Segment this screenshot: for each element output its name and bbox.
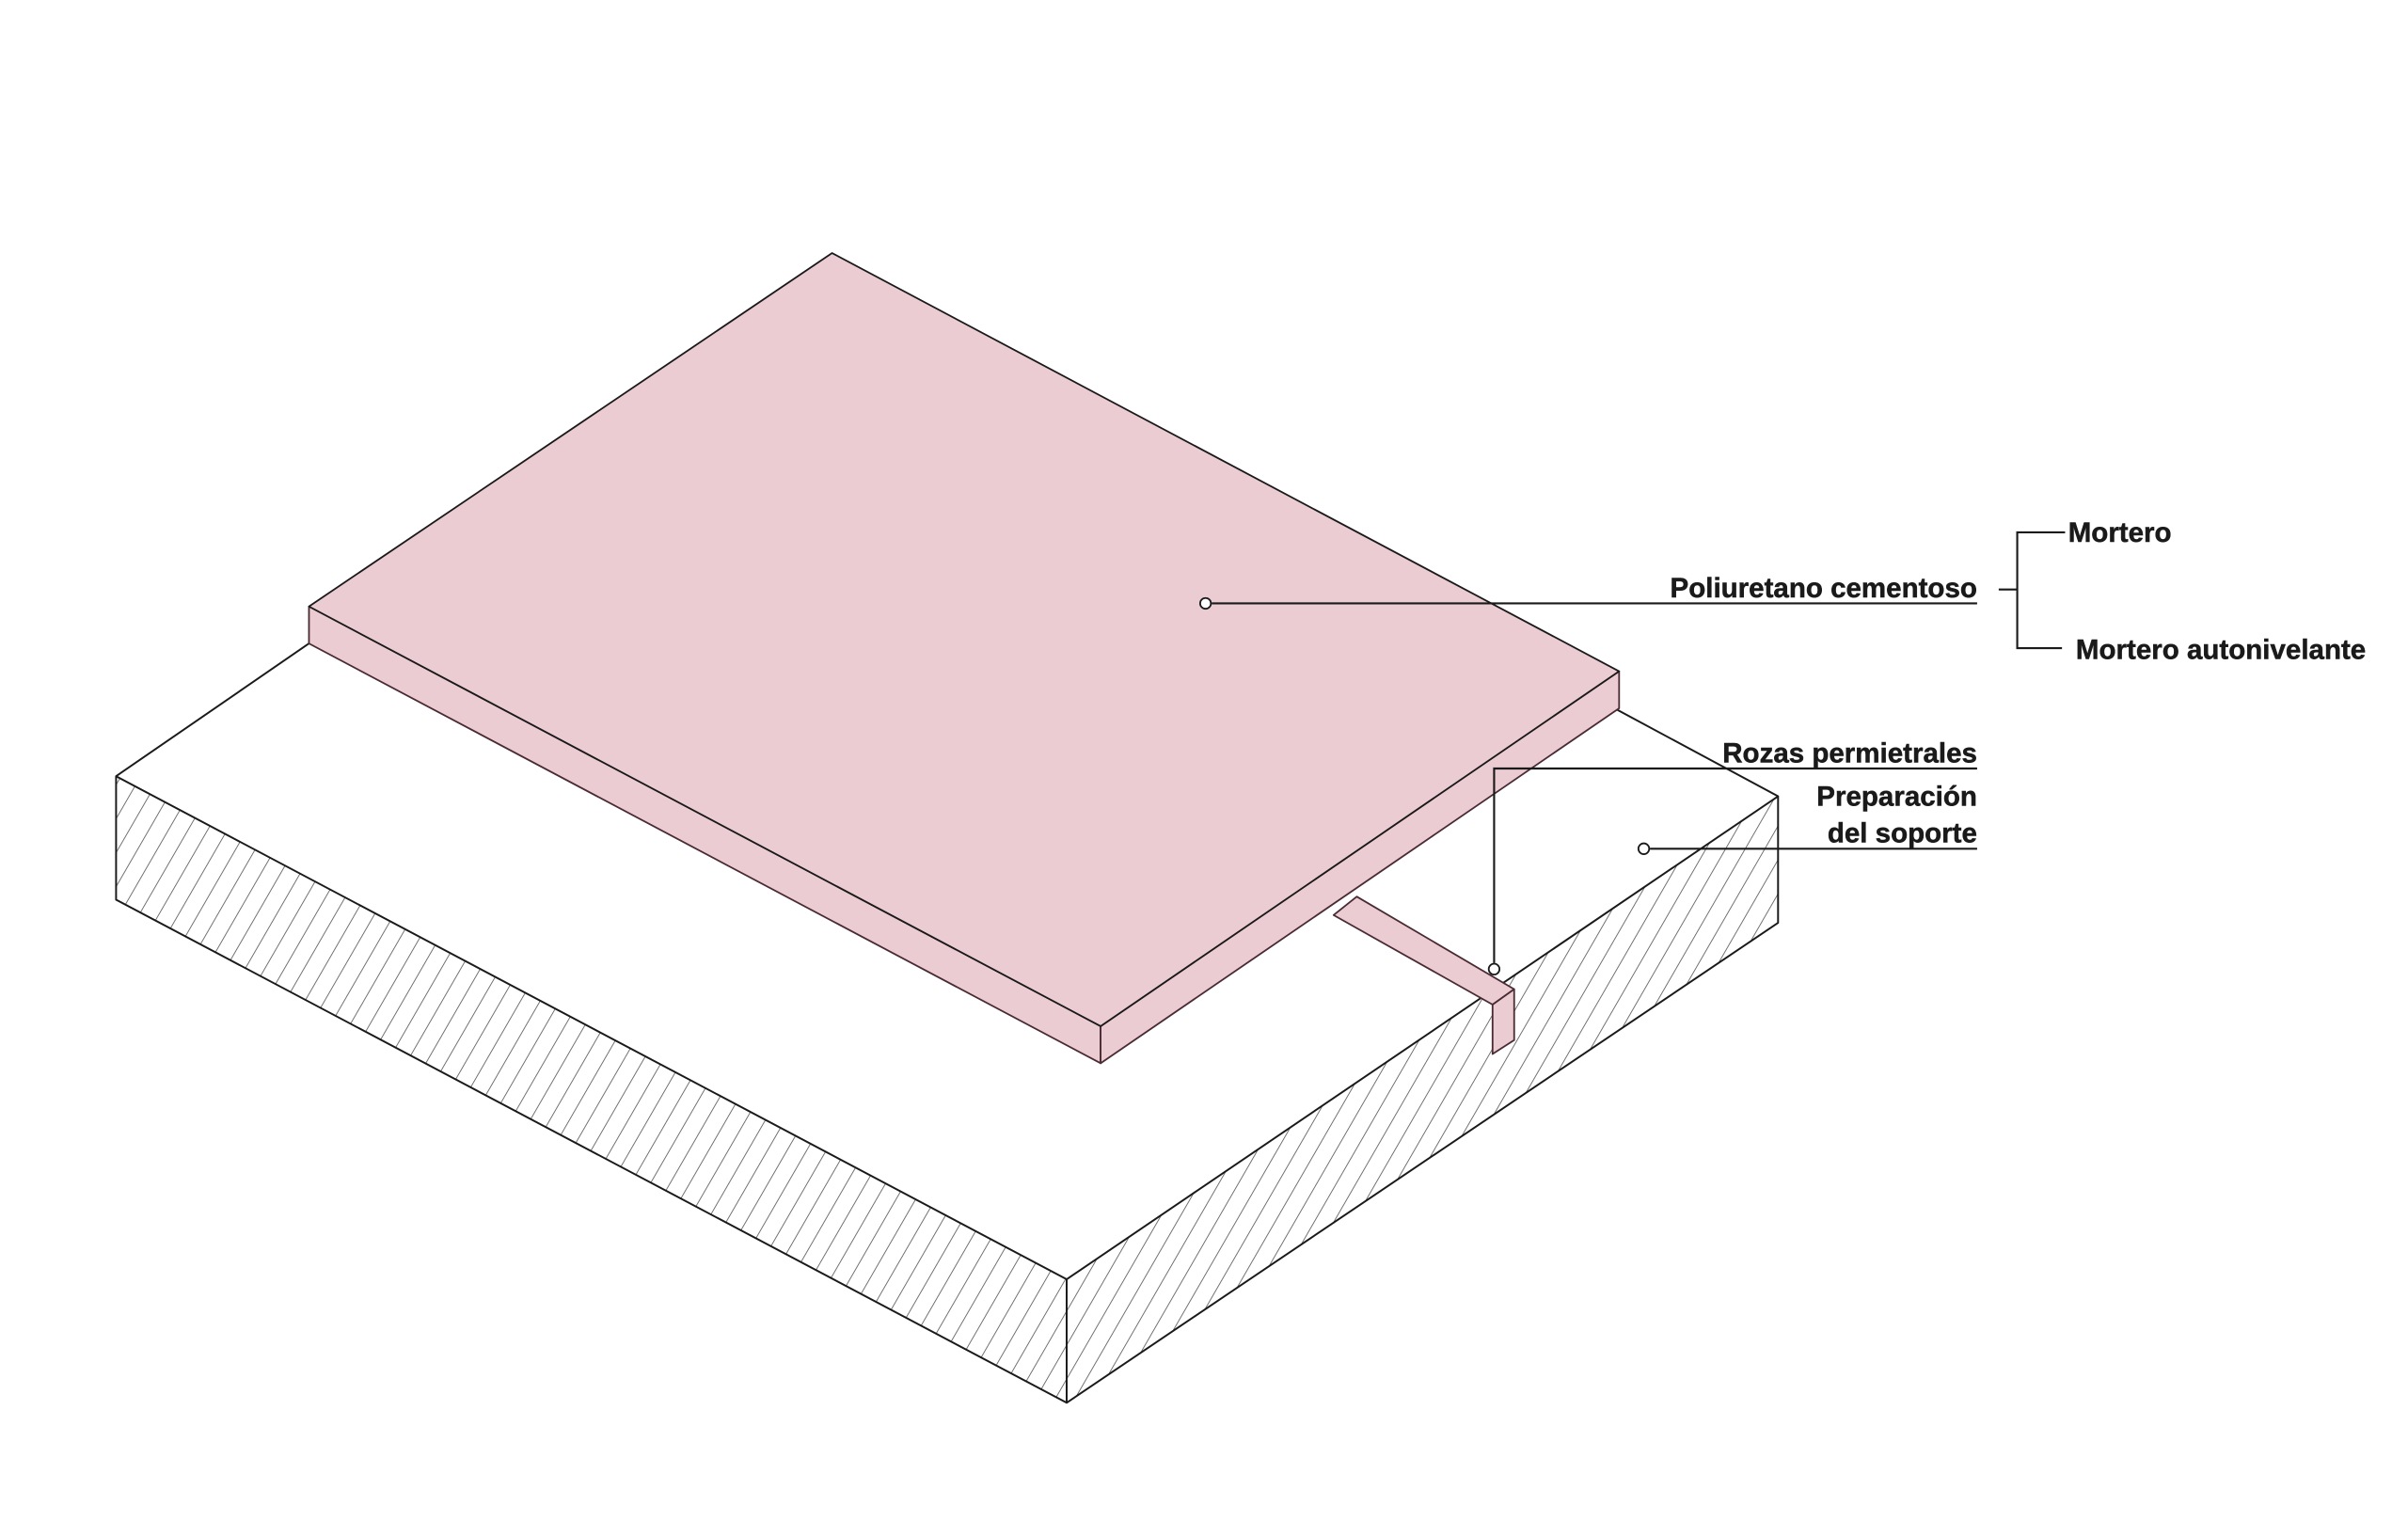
groove-drop	[1491, 988, 1515, 1055]
label-rozas-perimetrales: Rozas permietrales	[1722, 737, 1977, 768]
label-mortero-autonivelante: Mortero autonivelante	[2076, 635, 2366, 666]
leader-dot	[1487, 962, 1501, 975]
leader-poliuretano	[1198, 596, 1977, 610]
polyurethane-slab	[308, 252, 1621, 1065]
label-preparacion-line1: Preparación	[1816, 781, 1977, 812]
perimeter-groove	[1332, 895, 1515, 1055]
base-left-side-hatched	[116, 776, 1067, 1403]
base-right-side-hatched	[1066, 796, 1779, 1403]
leader-preparacion	[1637, 842, 1977, 855]
slab-top-face	[308, 252, 1621, 1027]
leader-rozas	[1487, 767, 1977, 975]
label-mortero: Mortero	[2068, 517, 2172, 548]
label-preparacion-line2: del soporte	[1828, 818, 1977, 849]
leader-dot	[1198, 596, 1212, 610]
bracket-mortero	[1998, 531, 2066, 650]
leader-dot	[1637, 842, 1651, 855]
label-poliuretano-cementoso: Poliuretano cementoso	[1671, 573, 1977, 604]
